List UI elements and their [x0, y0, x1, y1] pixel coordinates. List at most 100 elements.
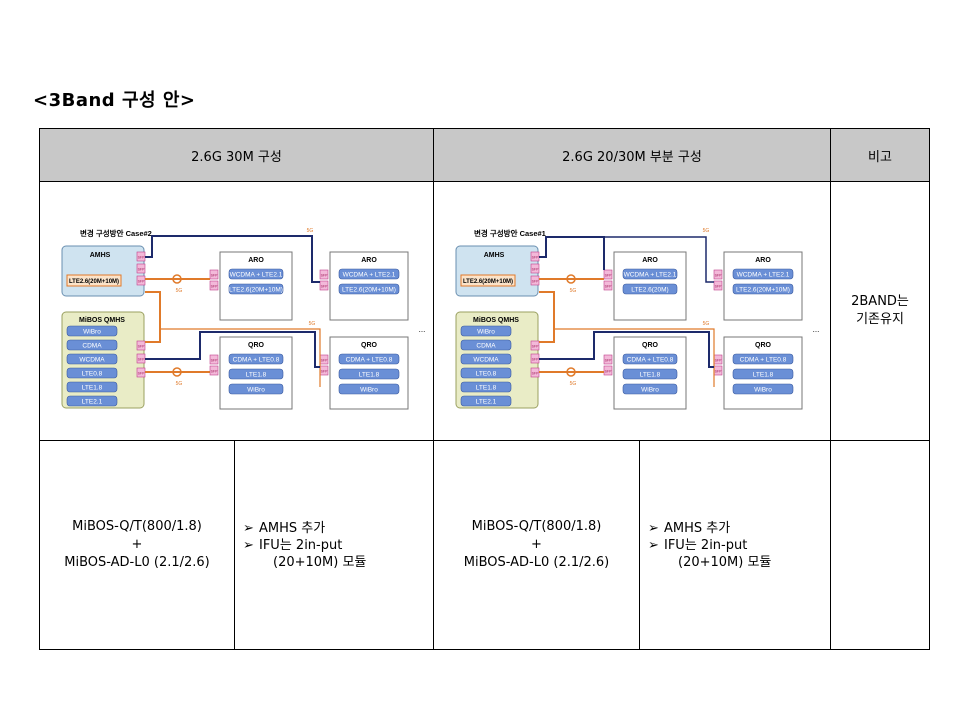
header-col2: 2.6G 20/30M 부분 구성 — [433, 128, 831, 182]
sfp-port — [209, 269, 219, 280]
remarks-line-2: 기존유지 — [856, 312, 904, 327]
header-col1: 2.6G 30M 구성 — [39, 128, 434, 182]
qro-title: QRO — [642, 342, 659, 349]
sfp-label: SFP — [605, 370, 612, 374]
sfp-label: SFP — [321, 359, 328, 363]
bullet-continuation: (20+10M) 모듈 — [273, 554, 367, 570]
equip-line: MiBOS-AD-L0 (2.1/2.6) — [463, 555, 610, 570]
sfp-port — [136, 263, 146, 274]
module-chip — [66, 395, 118, 407]
equip-line: + — [131, 537, 143, 552]
label-5g: 5G — [309, 321, 316, 327]
module-chip — [622, 353, 678, 365]
module-chip — [622, 383, 678, 395]
equip-line: MiBOS-AD-L0 (2.1/2.6) — [64, 555, 210, 570]
sfp-label: SFP — [532, 358, 539, 362]
sfp-port — [530, 263, 540, 274]
module-chip-label: WCDMA + LTE2.1 — [624, 272, 677, 279]
module-chip-label: LTE2.1 — [82, 399, 103, 406]
remarks-empty-cell — [830, 440, 930, 650]
module-chip — [460, 395, 512, 407]
module-chip-label: WiBro — [83, 329, 101, 336]
sfp-port — [319, 269, 329, 280]
qro-title: QRO — [755, 342, 772, 349]
label-5g: 5G — [176, 288, 183, 294]
bullet-item: ➢IFU는 2in-put — [243, 537, 343, 553]
equip-line: MiBOS-Q/T(800/1.8) — [471, 519, 602, 534]
equip-cell-1: MiBOS-Q/T(800/1.8) + MiBOS-AD-L0 (2.1/2.… — [39, 440, 235, 650]
module-chip-label: LTE1.8 — [82, 385, 103, 392]
module-chip — [460, 367, 512, 379]
bullet-continuation: (20+10M) 모듈 — [678, 554, 772, 570]
module-chip-label: LTE1.8 — [476, 385, 497, 392]
mibos-title: MiBOS QMHS — [473, 317, 519, 324]
module-chip-label: WiBro — [754, 387, 772, 394]
module-chip — [338, 283, 400, 295]
sfp-port — [209, 354, 219, 365]
sfp-port — [136, 340, 146, 351]
navy-link — [604, 236, 714, 283]
module-chip — [338, 368, 400, 380]
aro-title: ARO — [361, 257, 377, 264]
module-chip-label: WCDMA + LTE2.1 — [737, 272, 790, 279]
module-chip-label: CDMA + LTE0.8 — [233, 357, 280, 364]
aro-title: ARO — [642, 257, 658, 264]
fiber-coil-icon — [566, 274, 576, 284]
label-5g: 5G — [703, 321, 710, 327]
module-chip — [460, 381, 512, 393]
module-chip — [622, 368, 678, 380]
module-chip-label: LTE1.8 — [640, 372, 661, 379]
module-chip-label: LTE2.6(20M+10M) — [229, 287, 283, 294]
fiber-coil-icon — [172, 367, 182, 377]
module-chip-label: WCDMA — [473, 357, 499, 364]
module-chip — [732, 353, 794, 365]
sfp-label: SFP — [321, 285, 328, 289]
navy-link — [539, 331, 714, 368]
module-chip-label: CDMA + LTE0.8 — [627, 357, 674, 364]
diagram-caption: 변경 구성방안 Case#2 — [80, 228, 152, 238]
sfp-label: SFP — [605, 274, 612, 278]
fiber-coil-icon — [566, 367, 576, 377]
equip-line: + — [531, 537, 542, 552]
module-chip — [338, 353, 400, 365]
remarks-cell: 2BAND는 기존유지 — [830, 181, 930, 441]
bullet-item: ➢AMHS 추가 — [648, 520, 731, 536]
module-chip-label: CDMA + LTE0.8 — [740, 357, 787, 364]
sfp-label: SFP — [138, 256, 145, 260]
module-chip-label: LTE2.1 — [476, 399, 497, 406]
sfp-label: SFP — [715, 359, 722, 363]
module-chip-label: LTE0.8 — [476, 371, 497, 378]
sfp-label: SFP — [532, 268, 539, 272]
page-title: <3Band 구성 안> — [33, 90, 196, 111]
sfp-label: SFP — [211, 274, 218, 278]
amhs-title: AMHS — [90, 252, 111, 259]
sfp-label: SFP — [715, 285, 722, 289]
module-chip-label: CDMA — [82, 343, 102, 350]
bullet-item: ➢IFU는 2in-put — [648, 537, 748, 553]
module-chip — [66, 353, 118, 365]
lte-box — [460, 274, 516, 287]
sfp-port — [713, 269, 723, 280]
sfp-label: SFP — [321, 274, 328, 278]
module-chip-label: CDMA + LTE0.8 — [346, 357, 393, 364]
label-5g: 5G — [570, 288, 577, 294]
module-chip-label: WCDMA — [79, 357, 105, 364]
sfp-port — [603, 365, 613, 376]
module-chip — [732, 283, 794, 295]
module-chip — [228, 268, 284, 280]
sfp-label: SFP — [715, 274, 722, 278]
module-chip-label: LTE1.8 — [359, 372, 380, 379]
ellipsis: ... — [813, 325, 820, 334]
label-5g: 5G — [703, 228, 710, 234]
aro-title: ARO — [755, 257, 771, 264]
orange-link — [145, 291, 161, 343]
module-chip — [66, 367, 118, 379]
module-chip-label: WCDMA + LTE2.1 — [343, 272, 396, 279]
sfp-label: SFP — [321, 370, 328, 374]
sfp-label: SFP — [138, 372, 145, 376]
config-table: 2.6G 30M 구성 2.6G 20/30M 부분 구성 비고 변경 구성방안… — [39, 128, 930, 650]
